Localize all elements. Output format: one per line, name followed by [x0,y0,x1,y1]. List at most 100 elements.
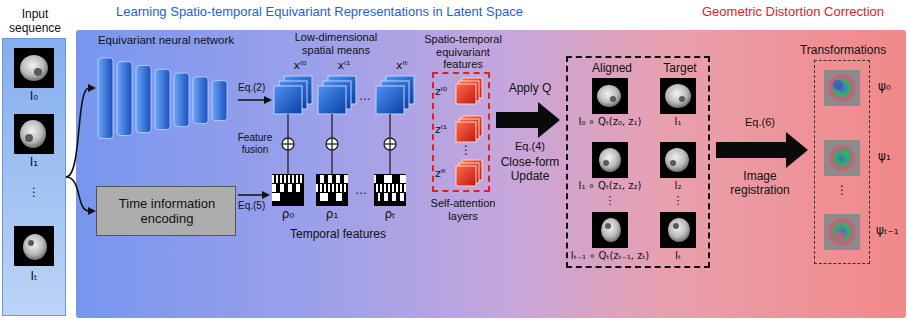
equivariant-feature-stack [456,78,482,186]
connector [66,84,96,177]
fusion-symbol [384,138,396,150]
spatial-mean-stack [381,81,409,109]
input-image [14,114,54,154]
math-label: zᴵ⁰ [435,86,447,99]
temporal-encoding-image [318,193,342,201]
fusion-symbol [287,138,288,150]
panel-heading: Input sequence [3,8,67,36]
aligned-image [603,160,609,166]
fusion-symbol [287,114,288,174]
temporal-encoding-image [378,193,406,201]
math-label: I₂ [675,180,682,192]
math-label: xᴵᵗ [396,60,408,73]
spatial-mean-stack [284,76,312,104]
arrow-head [88,84,96,92]
input-image [20,120,46,148]
annotation: Close-form Update [488,156,572,184]
target-image [665,84,691,108]
box-label: Time information encoding [101,197,233,227]
arrow-head [88,207,96,215]
math-label: ρₜ [384,208,395,222]
temporal-encoding-image [316,174,348,206]
network-layer [212,81,227,121]
deformation-field-image [824,140,860,176]
spatial-mean-stack [279,81,307,109]
math-label: ⋮ [836,184,848,198]
deformation-field-image [828,144,856,172]
equivariant-feature-stack [462,116,482,136]
aligned-image [592,78,628,248]
deformation-field-image [824,70,860,106]
network-layer [136,66,151,133]
temporal-encoding-image [272,174,406,206]
deformation-field-image [835,231,845,241]
network-shape [96,34,236,142]
equivariant-feature-stack [456,122,476,142]
aligned-image [597,85,621,107]
network-trapezoid: Equivariant neural network [96,34,236,142]
annotation: Image registration [722,170,798,198]
fusion-symbol [389,114,390,174]
transformation-group: Transformations [814,60,870,264]
group-heading: Transformations [800,44,886,58]
aligned-image [610,96,616,102]
group-heading: Spatio-temporal equivariant features [420,33,506,71]
math-label: Iₜ [30,270,37,284]
math-label: ψₜ₋₁ [876,224,899,238]
fusion-symbol [331,138,332,150]
temporal-encoding-image [272,184,304,192]
fusion-symbol [331,114,332,174]
annotation: … [359,90,371,104]
column-heading: Target [655,62,705,76]
connector-line [66,177,89,211]
input-image [14,226,54,266]
fusion-symbol [389,138,390,150]
math-label: I₁ ∘ Qₜ(z₁, z₂) [578,180,641,192]
connector-line [66,88,89,177]
math-label: zᴵ¹ [435,124,447,137]
annotation: … [355,184,367,198]
math-label: Iₜ₋₁ ∘ Qₜ(zₜ₋₁, zₜ) [571,250,649,262]
group-caption: Self-attention layers [423,197,503,222]
annotation: Feature fusion [232,132,278,155]
math-label: ⋮ [460,144,472,158]
spatial-mean-stack [274,76,414,114]
column-heading: Aligned [578,62,646,76]
target-image [679,96,685,102]
annotation: Eq.(6) [745,116,775,129]
spatial-mean-stack [386,76,414,104]
spatial-mean-stack [274,86,302,114]
fusion-symbol [282,138,294,150]
network-layer [155,69,170,129]
annotation: Eq.(4) [515,140,545,153]
math-label: I₀ [30,90,38,104]
math-label: ⋮ [28,186,40,200]
equivariant-feature-stack [459,163,479,183]
math-label: zᴵᵗ [435,168,446,181]
math-label: ⋮ [673,195,684,208]
math-label: I₀ ∘ Qₜ(z₀, z₁) [578,116,641,128]
math-label: xᴵ¹ [338,60,351,73]
spatial-mean-stack [318,86,346,114]
target-image [670,160,676,166]
aligned-image [601,218,621,242]
temporal-encoding-image [316,184,348,192]
annotation: Eq.(5) [238,200,265,212]
section-title: Learning Spatio-temporal Equivariant Rep… [116,5,523,20]
block-arrow-shape [496,102,560,138]
math-label: xᴵ⁰ [294,60,307,73]
eq-arrow [264,96,272,104]
input-image [20,55,48,81]
temporal-encoding-image [374,174,406,206]
spatial-mean-stack [323,81,351,109]
equivariant-feature-stack [462,160,482,180]
registration-group: Aligned Target [566,56,710,268]
math-label: ψ₀ [878,80,891,94]
target-image [673,223,679,229]
deformation-field-image [827,217,857,247]
network-label: Equivariant neural network [86,34,246,47]
aligned-image [592,78,628,114]
main-panel: Learning Spatio-temporal Equivariant Rep… [76,30,906,318]
network-layer [117,62,132,136]
